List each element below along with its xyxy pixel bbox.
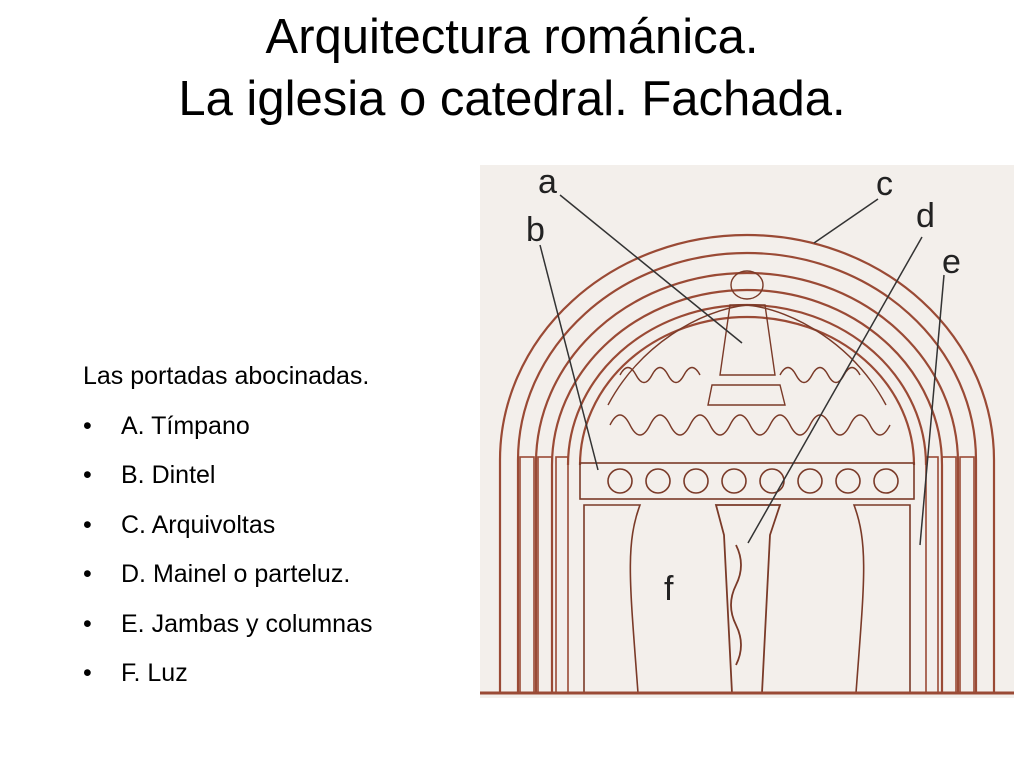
slide-body: Las portadas abocinadas. • A. Tímpano • B.…	[83, 352, 483, 699]
leader-lines	[539, 194, 945, 546]
list-item: • C. Arquivoltas	[83, 501, 483, 551]
slide-title-line-1: Arquitectura románica.	[265, 10, 759, 64]
list-item-label: B. Dintel	[121, 461, 216, 489]
list-item-label: C. Arquivoltas	[121, 510, 276, 539]
bullet-icon: •	[83, 510, 92, 539]
bullet-icon: •	[83, 461, 92, 489]
label-c: c	[876, 165, 893, 203]
bullet-icon: •	[83, 411, 92, 440]
jambs	[583, 504, 911, 694]
list-item: • D. Mainel o parteluz.	[83, 550, 483, 600]
list-item: • A. Tímpano	[83, 402, 483, 452]
intro-text: Las portadas abocinadas.	[83, 362, 370, 390]
list-item: • F. Luz	[83, 649, 483, 699]
list-item-label: E. Jambas y columnas	[121, 609, 373, 638]
parts-list: • A. Tímpano • B. Dintel • C. Arquivoltas •…	[83, 402, 483, 699]
list-item-label: D. Mainel o parteluz.	[121, 560, 351, 588]
list-item-label: F. Luz	[121, 659, 188, 687]
portal-diagram: a b c d e f	[480, 165, 1014, 698]
archivolts	[498, 233, 996, 693]
list-item: • B. Dintel	[83, 451, 483, 501]
bullet-icon: •	[83, 560, 92, 588]
columns	[519, 456, 975, 694]
bullet-icon: •	[83, 659, 92, 687]
list-item: • E. Jambas y columnas	[83, 600, 483, 650]
portal-drawing: a b c d e f	[480, 165, 1014, 695]
label-a: a	[538, 165, 557, 201]
label-f: f	[664, 570, 674, 608]
bullet-icon: •	[83, 609, 92, 638]
list-item-label: A. Tímpano	[121, 411, 250, 440]
label-e: e	[942, 243, 961, 281]
trumeau	[714, 504, 782, 694]
slide-title-line-2: La iglesia o catedral. Fachada.	[178, 72, 846, 126]
tympanum	[607, 270, 891, 436]
slide-title: Arquitectura románica. La iglesia o cate…	[0, 6, 1024, 130]
label-b: b	[526, 211, 545, 249]
label-d: d	[916, 197, 935, 235]
lintel	[579, 462, 915, 500]
